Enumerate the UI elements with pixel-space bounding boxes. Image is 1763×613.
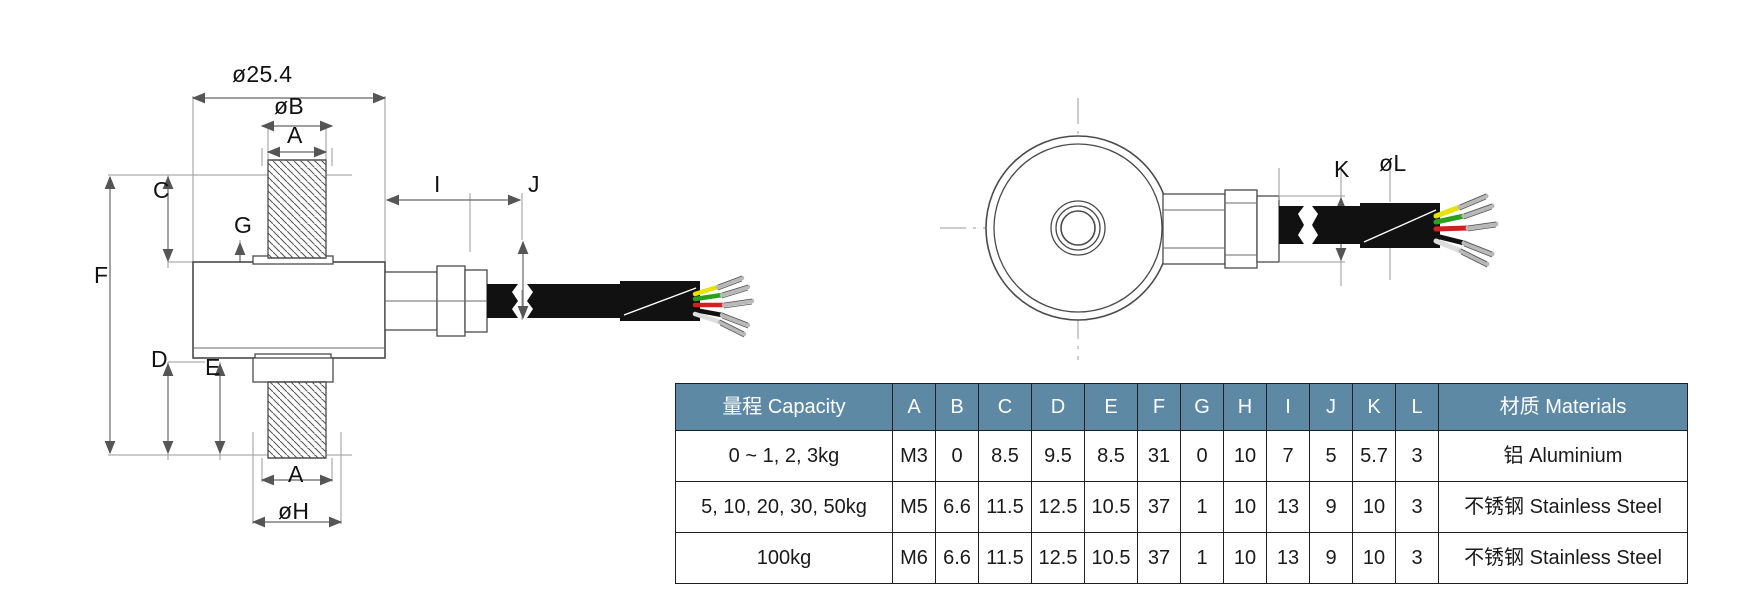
cable-gland-right	[1162, 189, 1280, 269]
th-j: J	[1309, 383, 1353, 431]
label-dim-g: G	[234, 212, 253, 238]
label-dim-e: E	[205, 354, 221, 380]
cable-left	[487, 281, 700, 321]
label-dia-b: øB	[274, 93, 304, 119]
cell-k: 10	[1352, 532, 1396, 584]
cable-right	[1279, 203, 1440, 248]
bottom-stud-flange	[252, 357, 334, 383]
cell-g: 1	[1180, 532, 1224, 584]
cell-h: 10	[1223, 481, 1267, 533]
th-g: G	[1180, 383, 1224, 431]
cell-e: 10.5	[1084, 481, 1138, 533]
cable-wire-tips-right	[1457, 193, 1499, 267]
table-row: 100kg M6 6.6 11.5 12.5 10.5 37 1 10 13 9…	[675, 532, 1688, 584]
centre-hole-outer	[1050, 200, 1106, 256]
cell-f: 31	[1137, 430, 1181, 482]
cable-wires-right	[1433, 204, 1471, 254]
table-header-row: 量程 Capacity A B C D E F G H I J K L 材质 M…	[675, 383, 1688, 431]
label-dim-k: K	[1334, 156, 1350, 182]
cable-wire-tips-left	[715, 275, 755, 337]
cell-a: M5	[892, 481, 936, 533]
cell-j: 5	[1309, 430, 1353, 482]
cell-h: 10	[1223, 532, 1267, 584]
cell-g: 0	[1180, 430, 1224, 482]
th-d: D	[1031, 383, 1085, 431]
left-side-view	[104, 92, 755, 528]
cell-e: 10.5	[1084, 532, 1138, 584]
table-row: 5, 10, 20, 30, 50kg M5 6.6 11.5 12.5 10.…	[675, 481, 1688, 533]
th-c: C	[978, 383, 1032, 431]
cell-h: 10	[1223, 430, 1267, 482]
th-materials: 材质 Materials	[1438, 383, 1688, 431]
cell-l: 3	[1395, 532, 1439, 584]
label-dim-a-top: A	[287, 122, 303, 148]
cell-f: 37	[1137, 481, 1181, 533]
cell-i: 13	[1266, 481, 1310, 533]
capacity-dimension-table: 量程 Capacity A B C D E F G H I J K L 材质 M…	[675, 383, 1688, 584]
cell-k: 10	[1352, 481, 1396, 533]
top-thread-hatch	[268, 160, 326, 258]
cell-b: 0	[935, 430, 979, 482]
cell-j: 9	[1309, 481, 1353, 533]
th-l: L	[1395, 383, 1439, 431]
cell-b: 6.6	[935, 481, 979, 533]
label-dim-j: J	[528, 171, 540, 197]
th-e: E	[1084, 383, 1138, 431]
cell-i: 13	[1266, 532, 1310, 584]
cell-l: 3	[1395, 430, 1439, 482]
body-circle-inner	[993, 143, 1163, 313]
cell-b: 6.6	[935, 532, 979, 584]
cell-f: 37	[1137, 532, 1181, 584]
th-b: B	[935, 383, 979, 431]
th-k: K	[1352, 383, 1396, 431]
cell-capacity: 100kg	[675, 532, 893, 584]
cell-capacity: 0 ~ 1, 2, 3kg	[675, 430, 893, 482]
cell-materials: 不锈钢 Stainless Steel	[1438, 481, 1688, 533]
cell-j: 9	[1309, 532, 1353, 584]
cell-materials: 不锈钢 Stainless Steel	[1438, 532, 1688, 584]
cell-d: 12.5	[1031, 532, 1085, 584]
label-dia-h: øH	[278, 498, 310, 524]
cable-wire-tips-right-outline	[1459, 193, 1497, 268]
cell-d: 9.5	[1031, 430, 1085, 482]
cell-g: 1	[1180, 481, 1224, 533]
th-capacity: 量程 Capacity	[675, 383, 893, 431]
cell-c: 11.5	[978, 532, 1032, 584]
cable-wire-tips-left-outline	[717, 275, 753, 338]
cell-k: 5.7	[1352, 430, 1396, 482]
bottom-thread-hatch	[268, 382, 326, 458]
label-dim-i: I	[434, 171, 441, 197]
right-plan-view	[940, 98, 1499, 360]
cell-e: 8.5	[1084, 430, 1138, 482]
label-dia-l: øL	[1379, 150, 1407, 176]
th-f: F	[1137, 383, 1181, 431]
label-dim-a-bottom: A	[288, 461, 304, 487]
label-dim-f: F	[94, 262, 109, 288]
label-overall-diameter: ø25.4	[232, 61, 293, 87]
cell-capacity: 5, 10, 20, 30, 50kg	[675, 481, 893, 533]
cable-wires-left	[692, 284, 727, 325]
th-i: I	[1266, 383, 1310, 431]
cell-materials: 铝 Aluminium	[1438, 430, 1688, 482]
th-h: H	[1223, 383, 1267, 431]
cell-d: 12.5	[1031, 481, 1085, 533]
body-outline	[192, 261, 386, 359]
cell-c: 8.5	[978, 430, 1032, 482]
label-dim-c: C	[153, 177, 170, 203]
cell-c: 11.5	[978, 481, 1032, 533]
cell-a: M6	[892, 532, 936, 584]
cell-a: M3	[892, 430, 936, 482]
label-dim-d: D	[151, 346, 168, 372]
cell-l: 3	[1395, 481, 1439, 533]
table-row: 0 ~ 1, 2, 3kg M3 0 8.5 9.5 8.5 31 0 10 7…	[675, 430, 1688, 482]
cell-i: 7	[1266, 430, 1310, 482]
th-a: A	[892, 383, 936, 431]
